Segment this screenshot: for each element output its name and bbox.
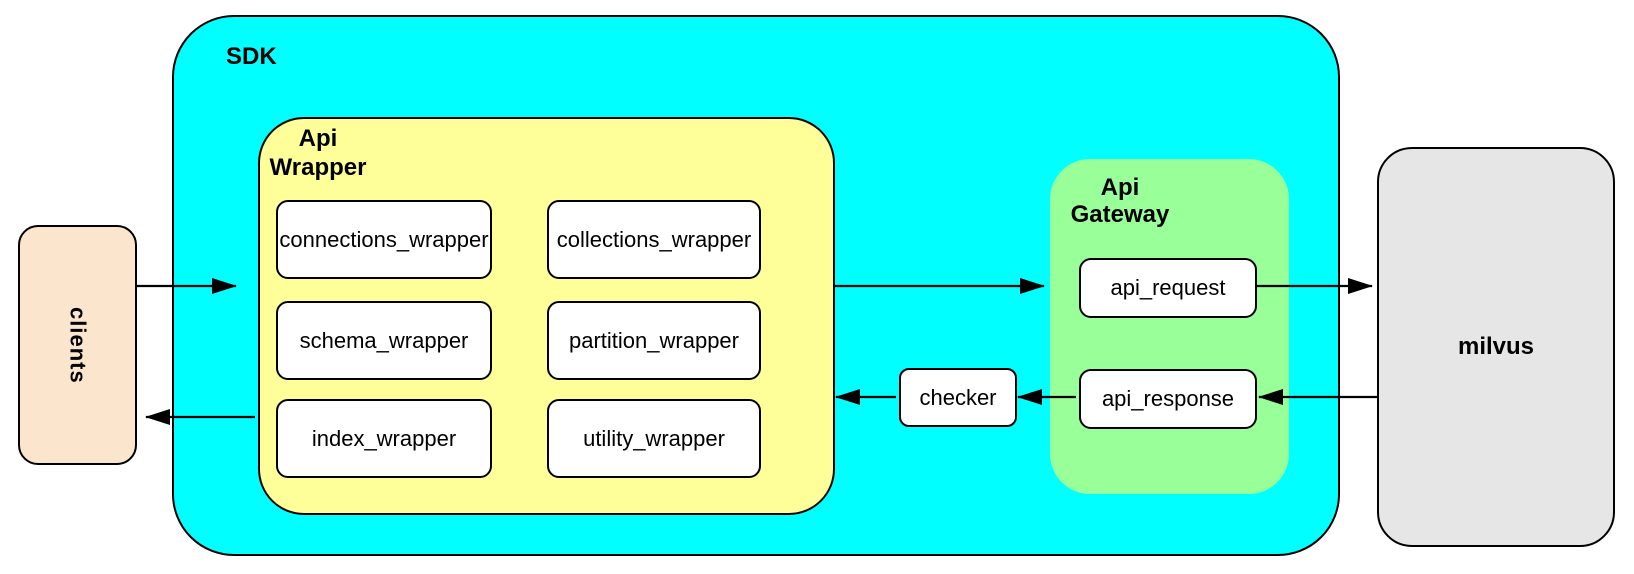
sdk-label: SDK bbox=[226, 43, 277, 70]
sdk-box: SDK Api Wrapper connections_wrapper coll… bbox=[172, 15, 1340, 556]
api-wrapper-label: Api Wrapper bbox=[262, 124, 374, 182]
module-index-wrapper: index_wrapper bbox=[276, 399, 492, 478]
api-response-box: api_response bbox=[1079, 369, 1257, 429]
checker-box: checker bbox=[899, 368, 1017, 427]
api-gateway-label-line1: Api bbox=[1100, 174, 1140, 201]
milvus-box: milvus bbox=[1377, 147, 1615, 547]
module-utility-wrapper: utility_wrapper bbox=[547, 399, 761, 478]
api-gateway-label: Api Gateway bbox=[1060, 174, 1180, 228]
api-gateway-label-line2: Gateway bbox=[1070, 201, 1170, 228]
module-schema-wrapper: schema_wrapper bbox=[276, 301, 492, 380]
milvus-label: milvus bbox=[1457, 333, 1535, 360]
api-wrapper-label-line1: Api bbox=[298, 125, 338, 152]
clients-box: clients bbox=[18, 225, 137, 465]
api-gateway-box: Api Gateway api_request api_response bbox=[1050, 159, 1289, 494]
api-request-box: api_request bbox=[1079, 258, 1257, 318]
module-connections-wrapper: connections_wrapper bbox=[276, 200, 492, 279]
api-wrapper-box: Api Wrapper connections_wrapper collecti… bbox=[258, 117, 835, 515]
clients-label: clients bbox=[65, 306, 91, 384]
module-partition-wrapper: partition_wrapper bbox=[547, 301, 761, 380]
api-wrapper-label-line2: Wrapper bbox=[269, 154, 367, 181]
module-collections-wrapper: collections_wrapper bbox=[547, 200, 761, 279]
